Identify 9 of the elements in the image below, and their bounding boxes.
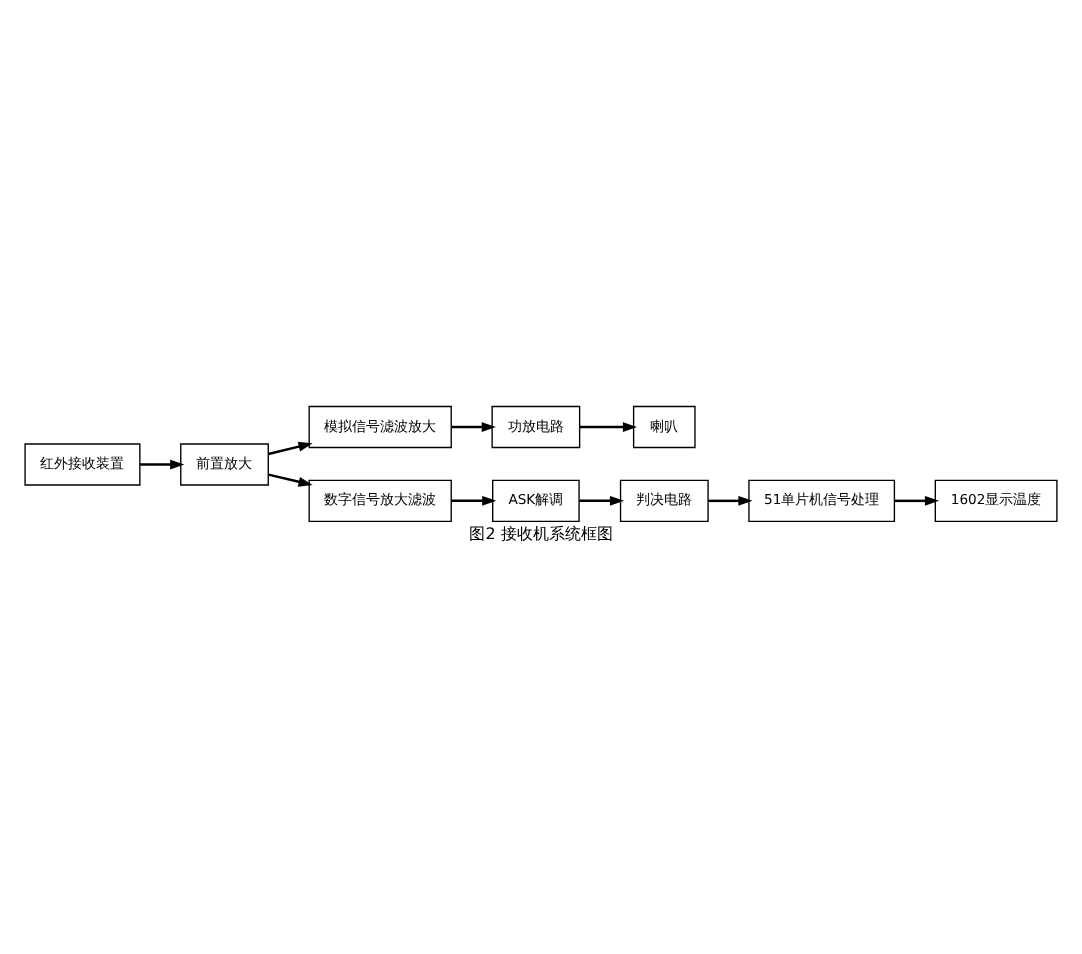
- arrow: [268, 441, 313, 456]
- arrow: [894, 495, 940, 506]
- arrow: [268, 473, 313, 487]
- arrow: [451, 422, 496, 432]
- arrow: [708, 495, 753, 506]
- arrow: [140, 459, 185, 470]
- arrow: [579, 422, 638, 432]
- arrow: [451, 495, 497, 506]
- arrow: [579, 495, 625, 506]
